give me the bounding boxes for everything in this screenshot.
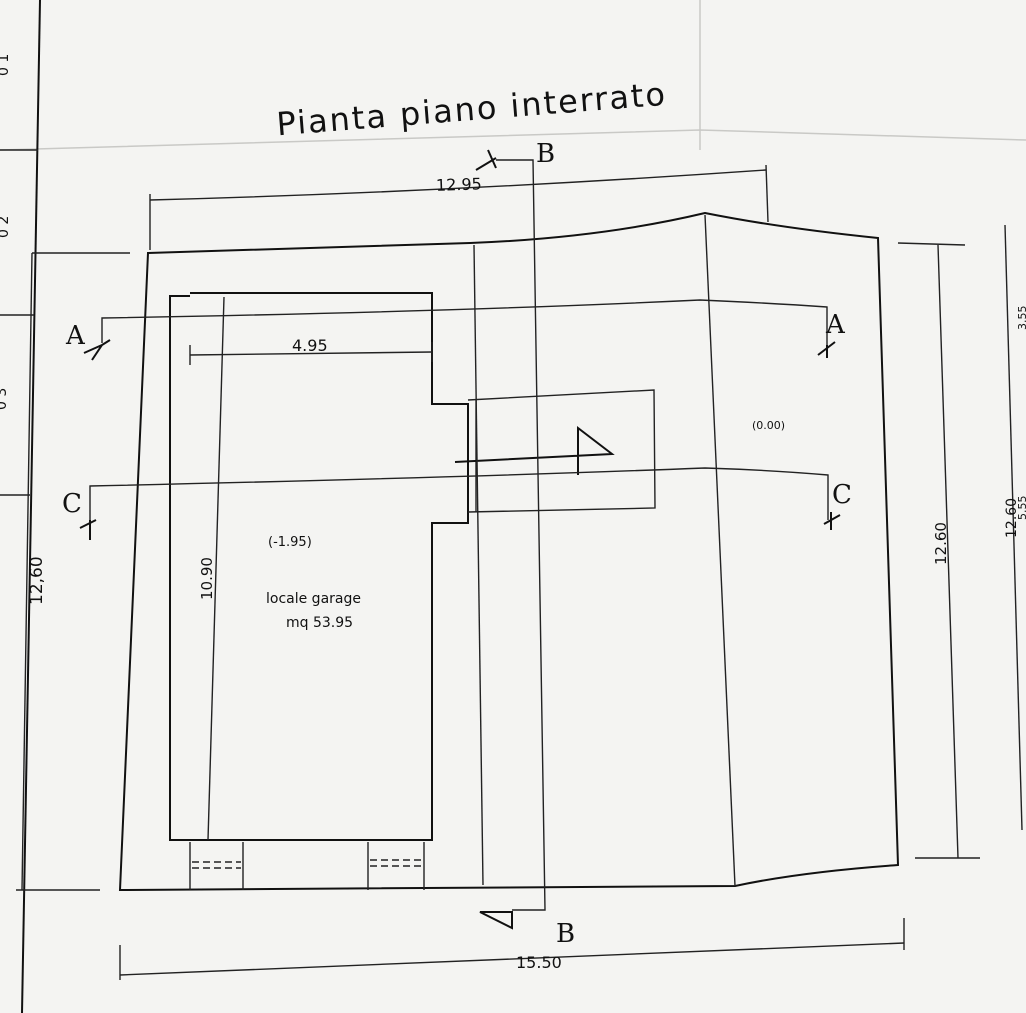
level-garage-label: (-1.95) [268, 535, 312, 550]
dimension-right-height-label: 12.60 [932, 522, 950, 565]
room-name-label: locale garage [266, 591, 361, 607]
dimension-right-height [897, 242, 980, 859]
section-marker-a-right [817, 341, 836, 358]
left-margin [0, 0, 41, 1013]
section-label-c-right: C [832, 480, 852, 510]
internal-wall-left [473, 244, 484, 886]
room-area-label: mq 53.95 [286, 615, 353, 631]
building-outline [118, 211, 900, 892]
section-label-b-top: B [536, 139, 555, 169]
section-label-a-right: A [825, 310, 846, 340]
dimension-edge-height-label: 12.60 [1004, 498, 1020, 538]
dimension-left-height-label: 12,60 [27, 556, 47, 605]
section-label-b-bottom: B [556, 919, 575, 949]
section-marker-c-right [823, 512, 841, 530]
dimension-garage-height [207, 296, 225, 841]
ramp-direction-arrow [454, 425, 615, 475]
section-label-a-left: A [65, 321, 86, 351]
section-line-a [101, 299, 828, 345]
ramp-block [467, 389, 656, 513]
paper-fold-lines [0, 0, 1026, 151]
dimension-garage-width-label: 4.95 [292, 336, 328, 355]
margin-mark-2: 0 2 [0, 216, 12, 238]
garage-door-openings [189, 842, 425, 890]
margin-mark-3: 0 3 [0, 388, 10, 410]
internal-wall-right [704, 214, 736, 887]
margin-mark-1: 0 1 [0, 54, 12, 76]
dimension-top-width-label: 12.95 [436, 174, 482, 195]
section-line-b [496, 159, 546, 911]
dimension-left-height [16, 252, 130, 891]
level-upper-label: (0.00) [752, 419, 785, 432]
section-marker-b-top [475, 149, 497, 171]
section-marker-b-bottom [479, 911, 513, 930]
dimension-garage-height-label: 10.90 [198, 557, 216, 600]
section-marker-a-left [83, 339, 111, 361]
edge-mark-2: 5.55 [1016, 496, 1026, 521]
section-label-c-left: C [62, 489, 82, 519]
edge-mark-1: 3.55 [1016, 306, 1026, 331]
dimension-top-width [149, 164, 769, 250]
section-marker-c-left [79, 519, 97, 540]
dimension-edge [1004, 224, 1023, 831]
dimension-bottom-width-label: 15.50 [516, 953, 562, 972]
section-line-c [89, 467, 829, 530]
dimension-garage-width [189, 342, 433, 365]
